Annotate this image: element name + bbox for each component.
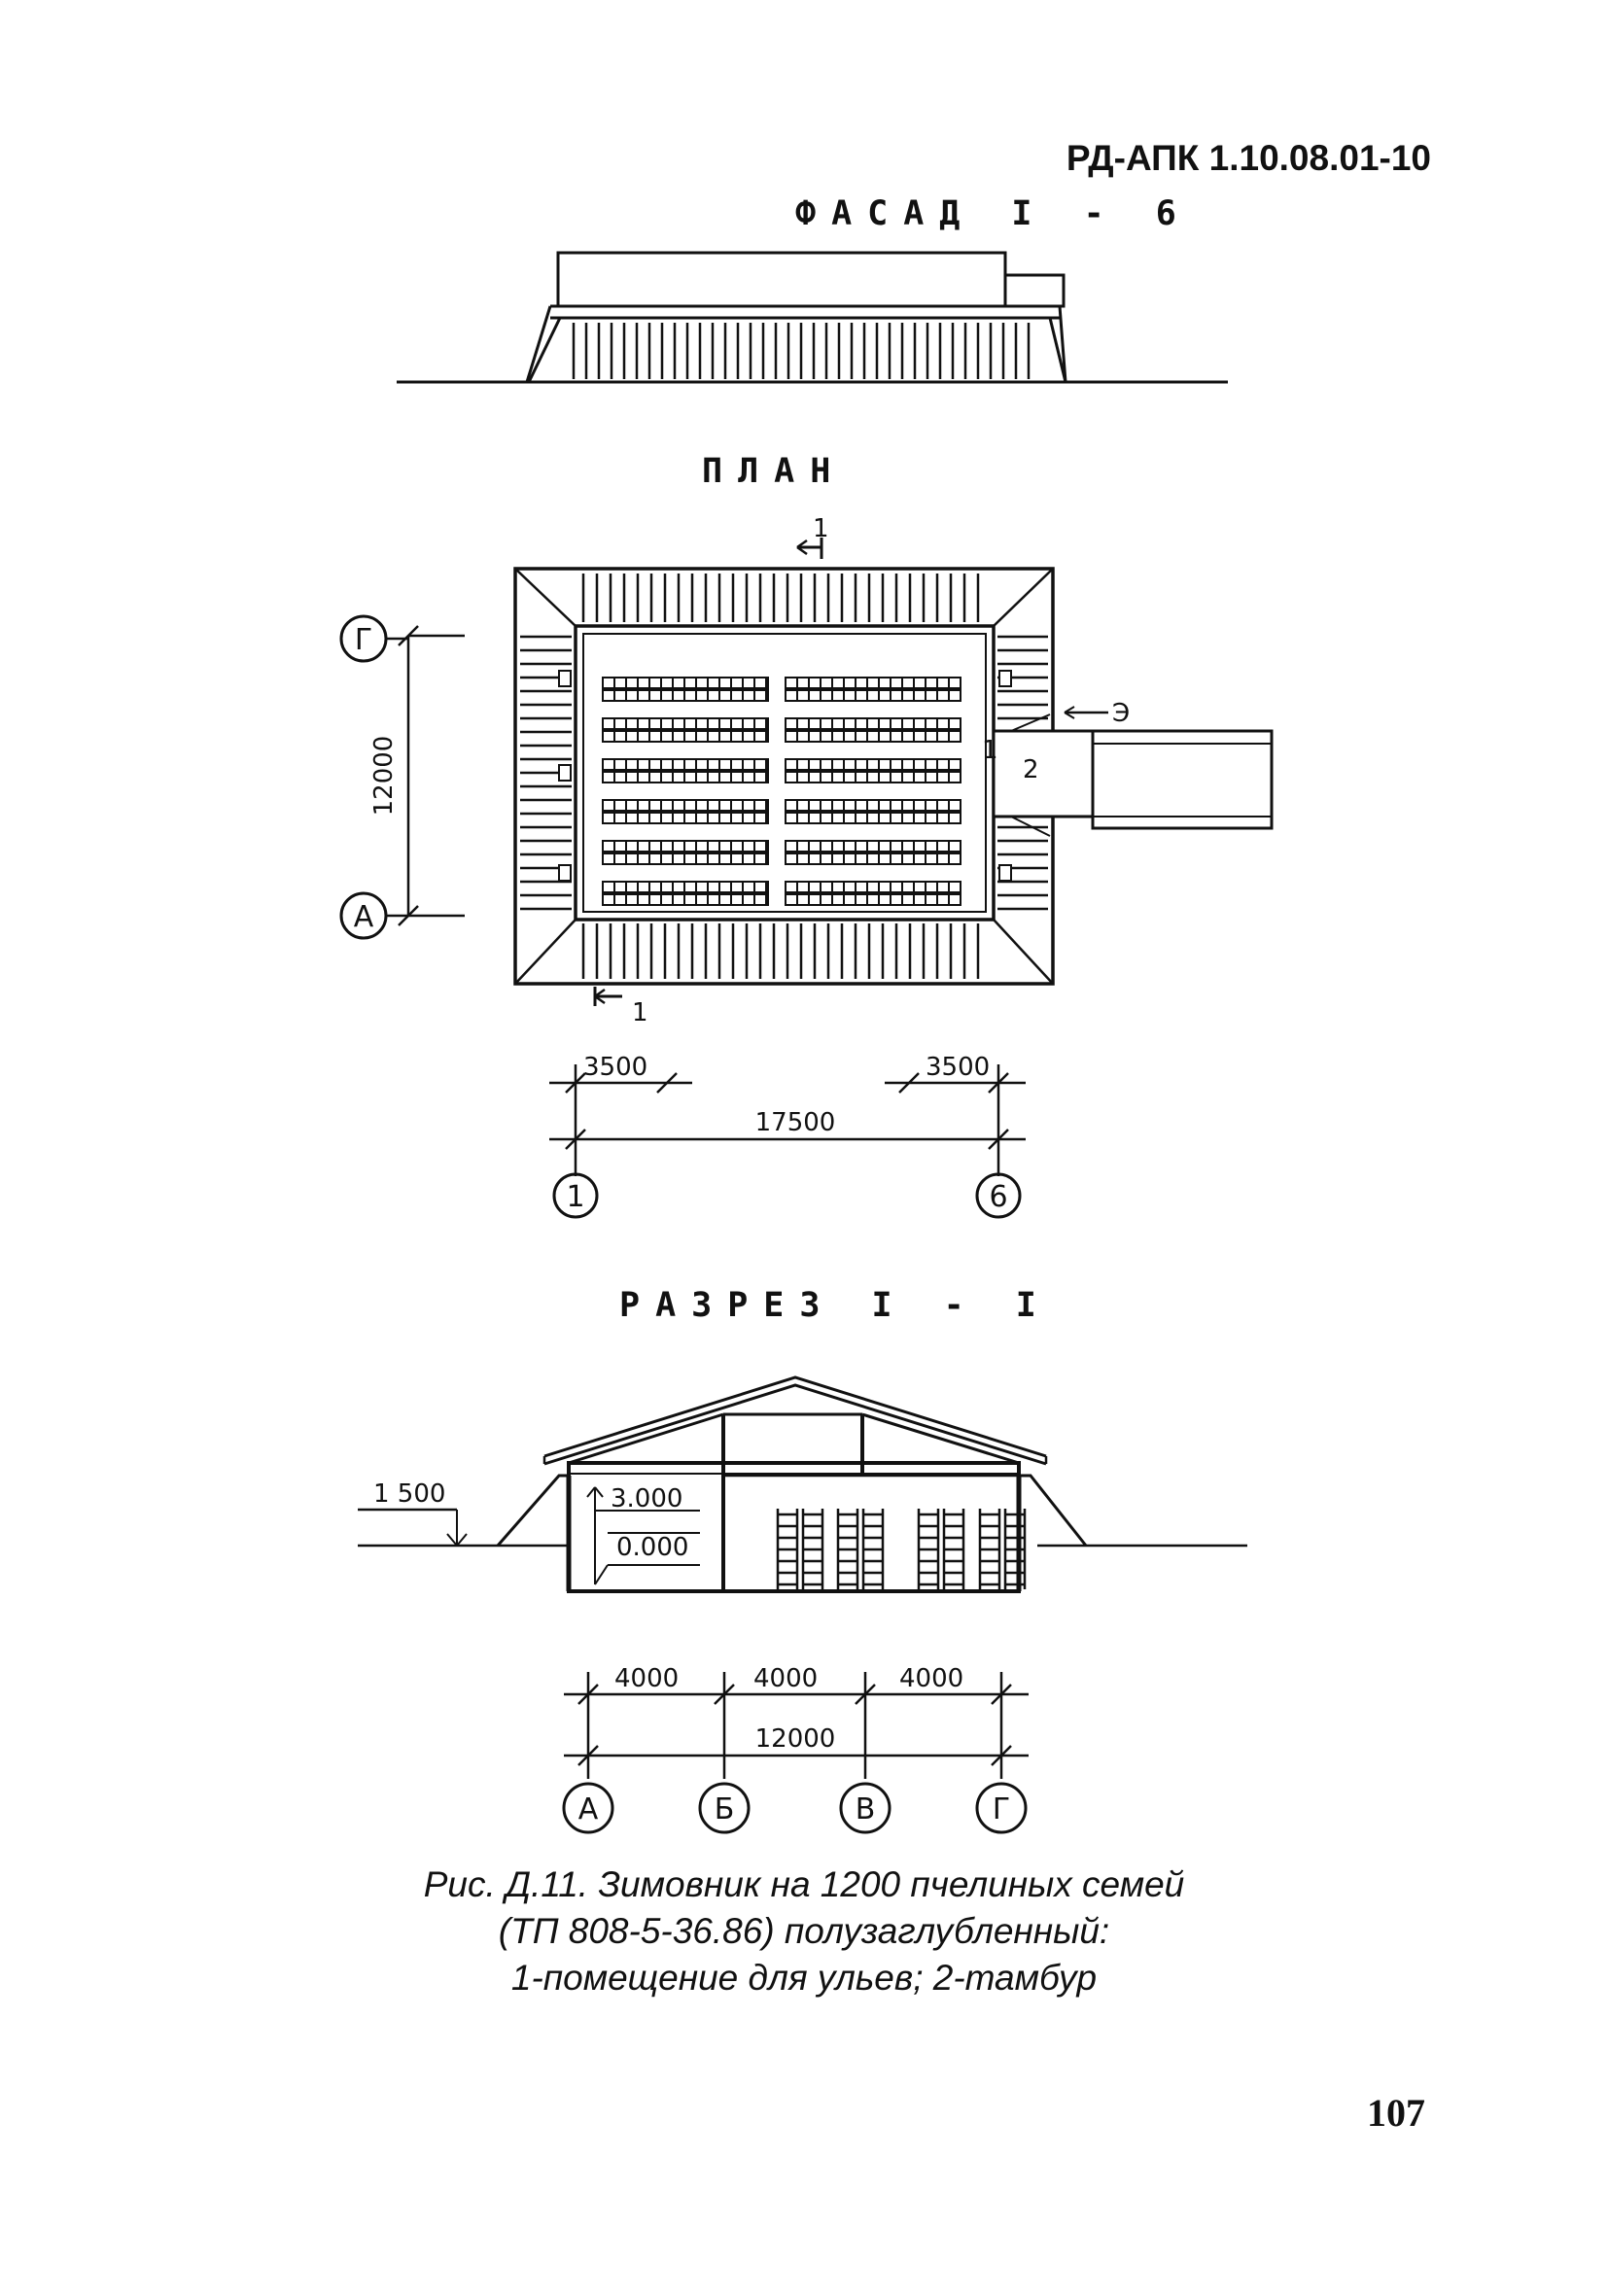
dim-section-total: 12000 (755, 1724, 836, 1754)
level-floor: 0.000 (616, 1533, 688, 1562)
axis-top: Г (355, 623, 372, 657)
figure-caption: Рис. Д.11. Зимовник на 1200 пчелиных сем… (0, 1861, 1608, 2001)
caption-line-2: (ТП 808-5-36.86) полузаглубленный: (498, 1911, 1110, 1951)
section-axis-v: В (856, 1792, 876, 1826)
plan-berm-ribs-bottom (581, 923, 980, 979)
hive-racks-elevation (776, 1509, 1027, 1589)
axis-bottom: А (354, 900, 374, 934)
section-axis-a: А (578, 1792, 599, 1826)
level-ground: 1 500 (373, 1479, 445, 1509)
page-number: 107 (1367, 2091, 1425, 2135)
dim-height: 12000 (369, 736, 399, 817)
section-mark-bottom: 1 (632, 998, 648, 1027)
caption-line-1: Рис. Д.11. Зимовник на 1200 пчелиных сем… (423, 1864, 1185, 1904)
section-labels: 1 500 3.000 0.000 4000 4000 4000 12000 А… (373, 1479, 1010, 1826)
section-axis-g: Г (993, 1792, 1010, 1826)
axis-left: 1 (566, 1180, 584, 1214)
dim-left-bay: 3500 (583, 1053, 647, 1082)
document-code: РД-АПК 1.10.08.01-10 (1066, 138, 1431, 178)
facade-drawing (397, 251, 1228, 384)
dim-bay-3: 4000 (899, 1664, 963, 1693)
plan-berm-ribs-top (581, 574, 980, 622)
section-drawing (358, 1375, 1247, 1834)
plan-drawing (339, 538, 1274, 1219)
dim-bay-1: 4000 (614, 1664, 679, 1693)
axis-right: 6 (989, 1180, 1007, 1214)
section-title: РАЗРЕЗ I - I (619, 1286, 1052, 1325)
hive-rows (602, 677, 961, 906)
room-label-1: 1 (982, 736, 998, 765)
level-ceiling: 3.000 (611, 1484, 682, 1513)
dim-total: 17500 (755, 1108, 836, 1137)
plan-title: ПЛАН (702, 452, 847, 491)
dim-bay-2: 4000 (753, 1664, 818, 1693)
mark-e: Э (1112, 699, 1130, 728)
dim-right-bay: 3500 (926, 1053, 990, 1082)
room-label-2: 2 (1023, 755, 1039, 784)
section-mark-top: 1 (813, 514, 829, 543)
section-axis-b: Б (715, 1792, 735, 1826)
facade-title: ФАСАД I - 6 (795, 194, 1192, 233)
facade-ribs (572, 323, 1031, 379)
plan-labels: 12000 Г А 1 6 3500 3500 17500 1 1 1 2 Э (354, 514, 1130, 1214)
caption-line-3: 1-помещение для ульев; 2-тамбур (510, 1958, 1098, 1998)
